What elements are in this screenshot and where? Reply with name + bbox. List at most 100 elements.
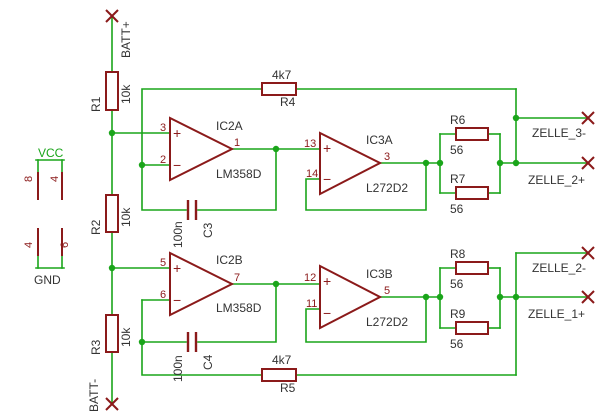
ic2b-pin-out: 7 bbox=[234, 272, 240, 284]
r3-name: R3 bbox=[89, 339, 103, 355]
wire-ic3a-feedback bbox=[305, 162, 427, 211]
resistors bbox=[105, 71, 489, 382]
opamp-ic3a bbox=[319, 131, 383, 196]
junction-r8r9-right bbox=[496, 293, 504, 301]
junction-node2 bbox=[108, 264, 116, 272]
zelle2-plus-label: ZELLE_2+ bbox=[528, 173, 585, 187]
junctions bbox=[108, 114, 520, 346]
junction-ic2a-out bbox=[272, 145, 280, 153]
r6-name: R6 bbox=[450, 113, 466, 127]
r8-value: 56 bbox=[450, 277, 464, 291]
ic3a-pin-plus: 13 bbox=[304, 138, 316, 150]
r2-name: R2 bbox=[89, 219, 103, 235]
ic2b-name: IC2B bbox=[216, 253, 243, 267]
junction-ic2a-minus bbox=[138, 161, 146, 169]
terminal-batt-minus bbox=[105, 397, 119, 411]
zelle1-plus-label: ZELLE_1+ bbox=[528, 307, 585, 321]
gnd-pin-right: 6 bbox=[59, 242, 71, 248]
r9-name: R9 bbox=[450, 307, 466, 321]
ic3a-pin-out: 3 bbox=[384, 151, 390, 163]
junction-r6r7-right bbox=[496, 159, 504, 167]
opamp-ic3b bbox=[319, 264, 383, 330]
gnd-label: GND bbox=[34, 273, 61, 287]
r7-value: 56 bbox=[450, 202, 464, 216]
gnd-pin-left: 4 bbox=[23, 242, 35, 248]
capacitors bbox=[186, 200, 198, 352]
vcc-pin-right: 4 bbox=[49, 176, 61, 182]
ic2b-minus-symbol: − bbox=[173, 292, 181, 308]
r1-name: R1 bbox=[89, 96, 103, 112]
resistor-r1 bbox=[105, 71, 119, 111]
ic2a-pin-plus: 3 bbox=[160, 122, 166, 134]
c3-name: C3 bbox=[201, 222, 215, 238]
junction-zelle3 bbox=[512, 114, 520, 122]
r7-name: R7 bbox=[450, 172, 466, 186]
ic2b-plus-symbol: + bbox=[173, 260, 181, 276]
r1-value: 10k bbox=[119, 84, 133, 104]
resistor-r6 bbox=[455, 127, 489, 141]
zelle2-minus-label: ZELLE_2- bbox=[532, 261, 586, 275]
opamps: + − + − + − + − bbox=[169, 116, 383, 330]
ic3b-minus-symbol: − bbox=[323, 305, 331, 321]
opamp-ic2b bbox=[169, 251, 235, 317]
ic3a-pin-minus: 14 bbox=[306, 168, 318, 180]
wire-c3-left bbox=[141, 164, 187, 211]
junction-zelle2p bbox=[512, 159, 520, 167]
ic3b-name: IC3B bbox=[366, 267, 393, 281]
resistor-r2 bbox=[105, 194, 119, 233]
terminal-zelle2-minus bbox=[581, 246, 595, 260]
ic2a-name: IC2A bbox=[216, 119, 243, 133]
labels: BATT+ BATT- ZELLE_3- ZELLE_2+ ZELLE_2- Z… bbox=[87, 21, 586, 412]
junction-r8r9-left bbox=[436, 293, 444, 301]
resistor-r5 bbox=[261, 368, 297, 382]
resistor-r4 bbox=[261, 82, 297, 96]
junction-ic3b-out bbox=[422, 293, 430, 301]
ic3b-pin-out: 5 bbox=[384, 285, 390, 297]
junction-r6r7-left bbox=[436, 159, 444, 167]
resistor-r9 bbox=[455, 321, 489, 335]
ic2b-pin-plus: 5 bbox=[160, 257, 166, 269]
ic2a-plus-symbol: + bbox=[173, 125, 181, 141]
ic2a-minus-symbol: − bbox=[173, 157, 181, 173]
terminal-zelle2-plus bbox=[581, 156, 595, 170]
r6-value: 56 bbox=[450, 143, 464, 157]
r5-value: 4k7 bbox=[272, 353, 292, 367]
wire-c3-right bbox=[197, 148, 277, 211]
r2-value: 10k bbox=[119, 207, 133, 227]
junction-ic2b-minus bbox=[138, 338, 146, 346]
junction-zelle1p bbox=[512, 293, 520, 301]
ic3a-minus-symbol: − bbox=[323, 171, 331, 187]
ic2a-pin-minus: 2 bbox=[160, 154, 166, 166]
terminal-zelle1-plus bbox=[581, 290, 595, 304]
power-pins: VCC GND 8 4 4 6 bbox=[23, 146, 71, 287]
vcc-pin-left: 8 bbox=[23, 176, 35, 182]
ic3a-part: L272D2 bbox=[366, 181, 408, 195]
resistor-r8 bbox=[455, 261, 489, 275]
c3-value: 100n bbox=[171, 221, 185, 248]
ic3b-pin-plus: 12 bbox=[304, 272, 316, 284]
zelle3-minus-label: ZELLE_3- bbox=[532, 126, 586, 140]
terminal-zelle3-minus bbox=[581, 111, 595, 125]
ic2b-pin-minus: 6 bbox=[160, 289, 166, 301]
resistor-r7 bbox=[455, 186, 489, 200]
c4-name: C4 bbox=[201, 354, 215, 370]
ic3b-part: L272D2 bbox=[366, 315, 408, 329]
ic2b-part: LM358D bbox=[216, 301, 262, 315]
ic2a-pin-out: 1 bbox=[234, 137, 240, 149]
r3-value: 10k bbox=[119, 327, 133, 347]
r4-name: R4 bbox=[280, 95, 296, 109]
c4-value: 100n bbox=[171, 355, 185, 382]
junction-node1 bbox=[108, 129, 116, 137]
ic2a-part: LM358D bbox=[216, 167, 262, 181]
ic3b-pin-minus: 11 bbox=[306, 298, 317, 310]
ic3a-plus-symbol: + bbox=[323, 140, 331, 156]
r4-value: 4k7 bbox=[272, 68, 292, 82]
wire-r4-loop bbox=[141, 88, 263, 166]
junction-ic3a-out bbox=[422, 159, 430, 167]
r5-name: R5 bbox=[280, 381, 296, 395]
ic3a-name: IC3A bbox=[366, 133, 393, 147]
r8-name: R8 bbox=[450, 247, 466, 261]
wire-c4-right bbox=[197, 283, 277, 343]
junction-ic2b-out bbox=[272, 280, 280, 288]
